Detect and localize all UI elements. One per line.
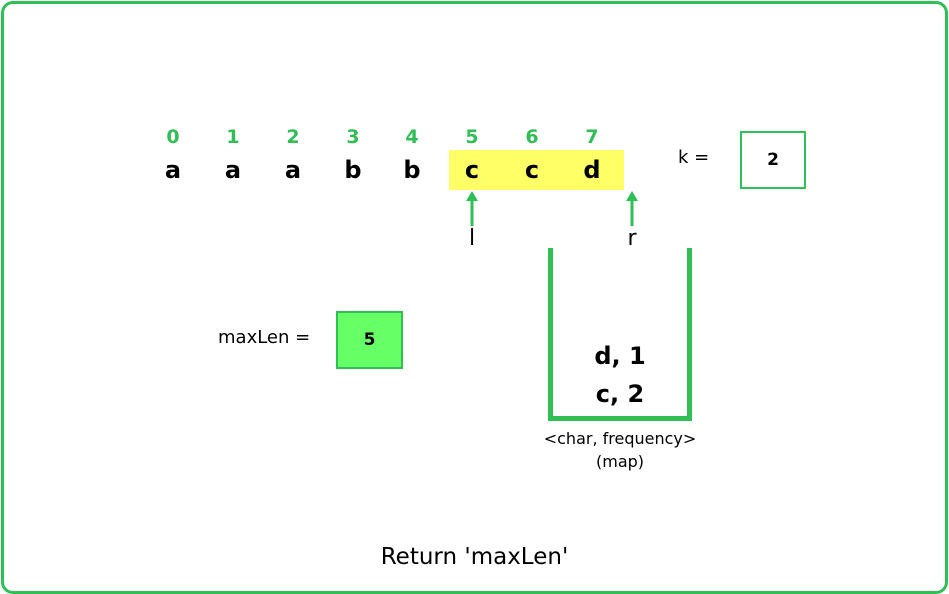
max-len-value-box: 5	[336, 311, 403, 369]
index-6: 6	[525, 126, 539, 148]
char-0: a	[164, 156, 182, 184]
char-2: a	[284, 156, 302, 184]
window-highlight	[449, 150, 624, 190]
map-entry-c: c, 2	[595, 380, 645, 408]
max-len-value: 5	[363, 330, 376, 350]
k-label: k =	[678, 147, 710, 168]
char-5: c	[464, 156, 480, 184]
char-6: c	[524, 156, 540, 184]
index-4: 4	[405, 126, 419, 148]
left-pointer-label: l	[468, 226, 476, 251]
index-7: 7	[585, 126, 599, 148]
k-value-box: 2	[740, 131, 806, 189]
index-0: 0	[166, 126, 180, 148]
map-caption-type: <char, frequency>	[543, 429, 697, 448]
index-3: 3	[346, 126, 360, 148]
k-value: 2	[767, 150, 779, 170]
max-len-label: maxLen =	[218, 327, 311, 348]
map-container	[548, 248, 692, 421]
index-2: 2	[286, 126, 300, 148]
left-pointer-arrow-icon	[466, 191, 478, 226]
right-pointer-arrow-icon	[626, 191, 638, 226]
map-caption-name: (map)	[595, 452, 645, 471]
char-3: b	[344, 156, 362, 184]
char-1: a	[224, 156, 242, 184]
index-5: 5	[465, 126, 479, 148]
char-4: b	[403, 156, 421, 184]
right-pointer-label: r	[627, 226, 637, 251]
char-7: d	[583, 156, 601, 184]
index-1: 1	[226, 126, 240, 148]
result-caption: Return 'maxLen'	[380, 544, 569, 570]
map-entry-d: d, 1	[594, 342, 646, 370]
